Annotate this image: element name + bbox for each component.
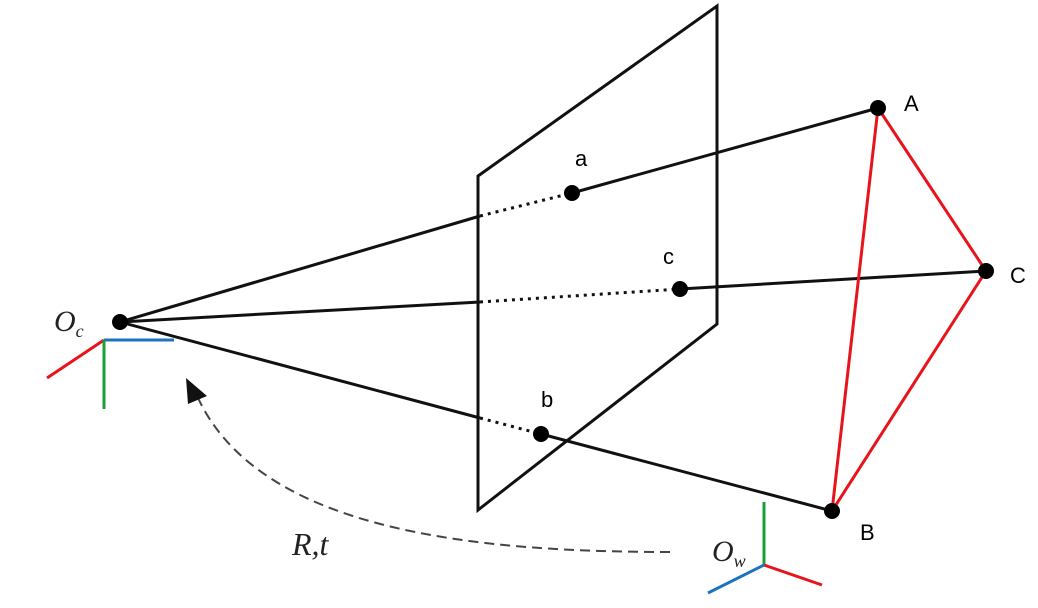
world-point-B (824, 503, 840, 519)
world-axis-x (763, 563, 823, 587)
world-triangle (830, 107, 988, 512)
label-world-origin: Ow (712, 535, 746, 571)
ray-hidden-c (479, 287, 681, 304)
ray-hidden-b (479, 416, 542, 436)
camera-axes (46, 338, 174, 409)
label-image-c: c (663, 244, 674, 269)
image-point-a (564, 185, 580, 201)
camera-origin-sub: c (76, 321, 84, 341)
label-world-A: A (904, 91, 919, 116)
ray-oc-to-plane-a (119, 214, 481, 324)
world-point-A (870, 100, 886, 116)
camera-origin-main: O (54, 305, 76, 338)
ray-a-to-A (571, 106, 879, 195)
world-axis-z (707, 563, 765, 595)
image-plane (476, 3, 719, 514)
edge-BC (830, 270, 988, 512)
transform-arrow (197, 397, 671, 553)
ray-hidden-a (479, 191, 573, 218)
edge-AC (876, 107, 988, 272)
transform-arrowhead (186, 378, 207, 404)
label-image-b: b (541, 387, 553, 412)
projection-rays (119, 106, 987, 513)
edge-AB (830, 107, 880, 512)
label-transform: R,t (291, 526, 330, 562)
ray-oc-to-plane-c (119, 300, 481, 324)
camera-axis-x (46, 338, 105, 380)
ray-c-to-C (679, 269, 987, 291)
label-image-a: a (575, 146, 588, 171)
ray-b-to-B (540, 432, 833, 513)
label-world-B: B (860, 520, 875, 545)
label-world-C: C (1010, 263, 1026, 288)
image-point-c (672, 281, 688, 297)
world-axes (707, 502, 823, 595)
camera-center-point (112, 314, 128, 330)
world-point-C (978, 263, 994, 279)
ray-oc-to-plane-b (119, 320, 481, 420)
label-camera-origin: Oc (54, 305, 84, 341)
world-origin-sub: w (734, 551, 746, 571)
image-point-b (533, 426, 549, 442)
world-origin-main: O (712, 535, 734, 568)
